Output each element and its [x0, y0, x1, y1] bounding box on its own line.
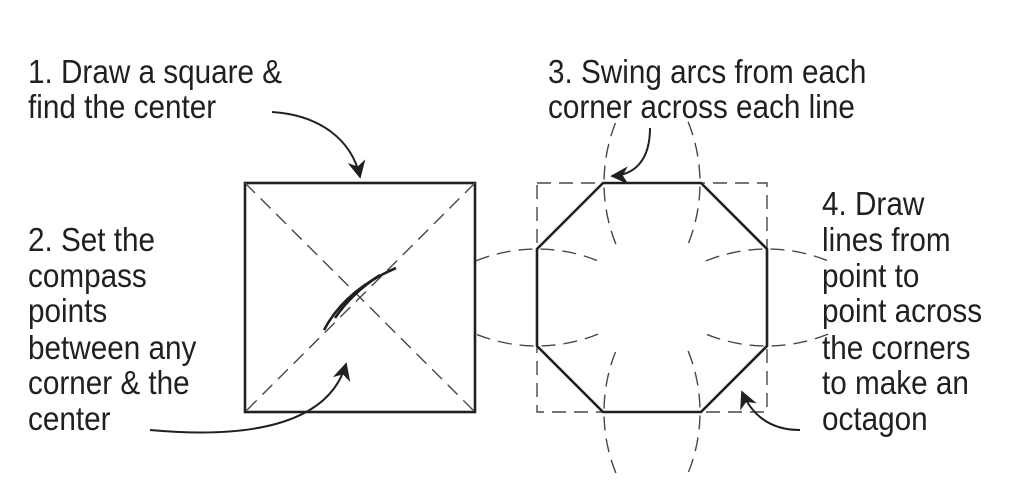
- label-line: to make an: [822, 365, 969, 402]
- compass-arc: [322, 266, 397, 331]
- label-line: lines from: [822, 222, 951, 259]
- dashed-square: [536, 182, 768, 413]
- arrow-step2: [149, 362, 351, 434]
- compass-swing-arc: [475, 333, 599, 347]
- arrow-step4: [740, 390, 801, 431]
- step1-label: 1. Draw a square & find the center: [28, 54, 282, 126]
- label-line: octagon: [822, 401, 928, 438]
- label-line: 3. Swing arcs from each: [548, 54, 866, 91]
- label-line: corner across each line: [548, 89, 855, 126]
- step2-label: 2. Set the compass points between any co…: [28, 222, 197, 438]
- label-line: 4. Draw: [822, 186, 925, 223]
- label-line: compass: [28, 258, 147, 295]
- label-line: 2. Set the: [28, 222, 155, 259]
- label-line: corner & the: [28, 365, 190, 402]
- diagonal-line: [244, 182, 476, 413]
- compass-swing-arc: [705, 333, 829, 347]
- octagon-figure: [475, 121, 829, 474]
- square: [243, 181, 477, 414]
- compass-arc: [333, 273, 381, 319]
- label-line: between any: [28, 330, 197, 367]
- compass-swing-arc: [475, 248, 599, 262]
- label-line: 1. Draw a square &: [28, 54, 282, 91]
- label-line: center: [28, 401, 110, 438]
- label-line: points: [28, 293, 107, 330]
- arrow-step3: [610, 127, 651, 185]
- octagon: [535, 181, 769, 414]
- arrow-step1: [271, 111, 366, 179]
- label-line: find the center: [28, 89, 216, 126]
- step3-label: 3. Swing arcs from each corner across ea…: [548, 54, 866, 126]
- square-figure: [243, 181, 477, 414]
- compass-swing-arc: [687, 121, 701, 245]
- label-line: point to: [822, 258, 919, 295]
- step4-label: 4. Draw lines from point to point across…: [822, 186, 982, 438]
- compass-swing-arc: [603, 350, 617, 474]
- compass-swing-arc: [705, 248, 829, 262]
- compass-swing-arc: [603, 121, 617, 245]
- label-line: the corners: [822, 330, 970, 367]
- label-line: point across: [822, 293, 982, 330]
- compass-swing-arc: [687, 350, 701, 474]
